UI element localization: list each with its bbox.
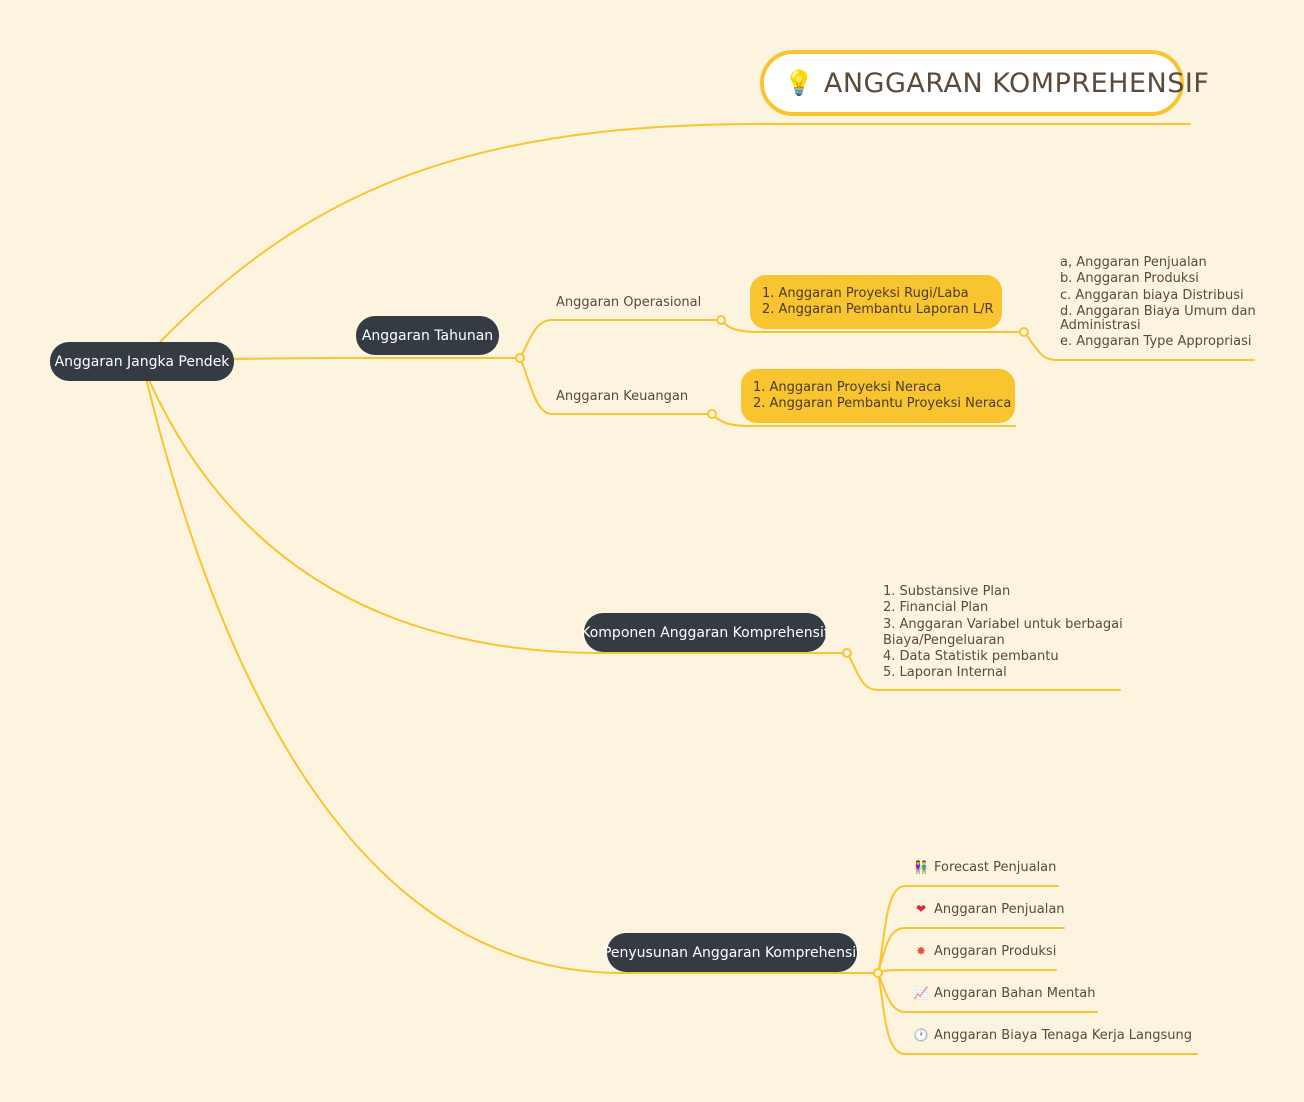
- tahunan-node[interactable]: Anggaran Tahunan: [356, 316, 499, 355]
- item-label: Anggaran Biaya Tenaga Kerja Langsung: [934, 1028, 1192, 1043]
- operasional-box[interactable]: 1. Anggaran Proyeksi Rugi/Laba 2. Anggar…: [750, 275, 1002, 329]
- keuangan-box-line-1: 1. Anggaran Proyeksi Neraca: [753, 380, 942, 395]
- branch-node-penyusunan[interactable]: [873, 968, 883, 978]
- connector-tahunan-operasional: [519, 319, 722, 359]
- lightbulb-icon: 💡: [784, 69, 814, 97]
- penyusunan-item-penjualan[interactable]: ❤ Anggaran Penjualan: [912, 902, 1065, 917]
- connector-root-penyusunan: [145, 377, 879, 974]
- detail-line: 1. Substansive Plan: [883, 584, 1011, 599]
- penyusunan-item-tenaga-kerja[interactable]: 🕐 Anggaran Biaya Tenaga Kerja Langsung: [912, 1028, 1192, 1043]
- operasional-box-line-2: 2. Anggaran Pembantu Laporan L/R: [762, 302, 994, 317]
- detail-line: b. Anggaran Produksi: [1060, 271, 1199, 287]
- penyusunan-item-bahan-mentah[interactable]: 📈 Anggaran Bahan Mentah: [912, 986, 1096, 1001]
- connector-komponen-details: [846, 652, 1121, 691]
- connector-root-title: [159, 123, 1191, 343]
- operasional-label[interactable]: Anggaran Operasional: [556, 295, 702, 310]
- clock-icon: 🕐: [913, 1028, 929, 1042]
- branch-node-operasional[interactable]: [716, 315, 726, 325]
- chart-icon: 📈: [913, 986, 929, 1000]
- komponen-node[interactable]: Komponen Anggaran Komprehensif: [581, 613, 829, 652]
- detail-line: 5. Laporan Internal: [883, 665, 1007, 681]
- penyusunan-item-produksi[interactable]: ✸ Anggaran Produksi: [912, 944, 1056, 959]
- connector-item-5: [877, 972, 1198, 1055]
- keuangan-box[interactable]: 1. Anggaran Proyeksi Neraca 2. Anggaran …: [741, 369, 1015, 423]
- detail-line: Biaya/Pengeluaran: [883, 632, 1005, 648]
- connector-tahunan-keuangan: [519, 357, 713, 415]
- operasional-details[interactable]: a, Anggaran Penjualan b. Anggaran Produk…: [1060, 255, 1256, 351]
- title-card[interactable]: 💡 ANGGARAN KOMPREHENSIF: [760, 50, 1209, 116]
- keuangan-label[interactable]: Anggaran Keuangan: [556, 389, 689, 404]
- branch-node-operasional-box[interactable]: [1019, 327, 1029, 337]
- detail-line: 2. Financial Plan: [883, 600, 989, 616]
- detail-line: e. Anggaran Type Appropriasi: [1060, 334, 1252, 350]
- detail-line: Administrasi: [1060, 318, 1141, 334]
- connector-box-details: [1023, 331, 1255, 361]
- branch-node-tahunan[interactable]: [515, 353, 525, 363]
- item-label: Anggaran Bahan Mentah: [934, 986, 1096, 1001]
- connector-item-3: [877, 969, 1057, 974]
- branch-node-komponen[interactable]: [842, 648, 852, 658]
- detail-line: d. Anggaran Biaya Umum dan: [1060, 303, 1256, 319]
- root-node[interactable]: Anggaran Jangka Pendek: [50, 342, 234, 381]
- burst-icon: ✸: [915, 944, 927, 958]
- people-icon: 👫: [913, 860, 929, 874]
- item-label: Anggaran Penjualan: [934, 902, 1065, 917]
- branch-node-keuangan[interactable]: [707, 409, 717, 419]
- item-label: Anggaran Produksi: [934, 944, 1057, 959]
- detail-line: 4. Data Statistik pembantu: [883, 649, 1059, 665]
- detail-line: a, Anggaran Penjualan: [1060, 255, 1207, 270]
- connector-root-komponen: [147, 377, 848, 654]
- heart-icon: ❤: [915, 902, 927, 916]
- detail-line: 3. Anggaran Variabel untuk berbagai: [883, 616, 1123, 632]
- komponen-details[interactable]: 1. Substansive Plan 2. Financial Plan 3.…: [883, 584, 1123, 682]
- connector-item-2: [877, 927, 1065, 974]
- title-text: ANGGARAN KOMPREHENSIF: [823, 67, 1210, 99]
- connector-item-1: [877, 885, 1059, 974]
- detail-line: c. Anggaran biaya Distribusi: [1060, 287, 1244, 303]
- operasional-box-line-1: 1. Anggaran Proyeksi Rugi/Laba: [762, 286, 969, 301]
- penyusunan-item-forecast[interactable]: 👫 Forecast Penjualan: [912, 860, 1057, 875]
- connector-root-tahunan: [231, 357, 521, 360]
- penyusunan-node[interactable]: Penyusunan Anggaran Komprehensif: [603, 933, 861, 972]
- connector-item-4: [877, 972, 1098, 1013]
- keuangan-box-line-2: 2. Anggaran Pembantu Proyeksi Neraca: [753, 396, 1012, 411]
- item-label: Forecast Penjualan: [934, 860, 1057, 875]
